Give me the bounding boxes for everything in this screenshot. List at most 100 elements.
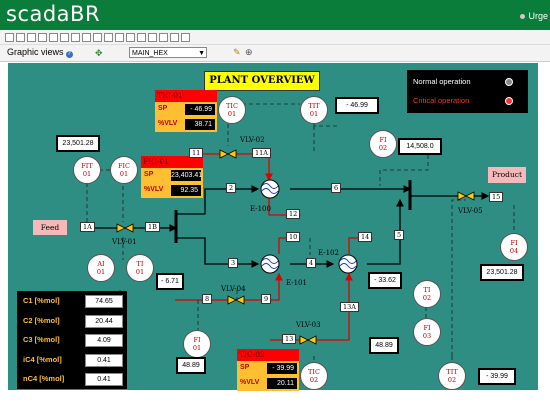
valve-label-vlv-05: VLV-05 [458, 207, 483, 215]
users-icon[interactable] [115, 33, 124, 42]
data-sources-icon[interactable] [49, 33, 58, 42]
stream-label: 3 [228, 258, 239, 268]
value-fi-02: 14,508.0 [398, 138, 442, 155]
fullscreen-icon[interactable]: ✥ [95, 48, 103, 58]
watchlist-icon[interactable] [5, 33, 14, 42]
stream-label: 11A [252, 148, 271, 158]
stream-label: 14 [358, 232, 373, 242]
value-fi-01: 48.89 [176, 357, 206, 374]
controller-tic-01[interactable]: TIC-01 SP - 46.99 %VLV 38.71 [155, 90, 217, 132]
value-ti-01: - 6.71 [156, 273, 184, 290]
stream-label: 11 [189, 148, 204, 158]
setpoint-value[interactable]: 23,403.41 [171, 170, 203, 181]
setpoint-row: SP- 39.99 [237, 361, 299, 376]
urgent-alarms-indicator[interactable]: Urge [520, 11, 548, 21]
composition-label: C3 [%mol] [23, 335, 60, 344]
scripts-icon[interactable] [104, 33, 113, 42]
vlv-label: %VLV [158, 120, 178, 127]
scheduled-events-icon[interactable] [71, 33, 80, 42]
view-select-value: MAIN_HEX [132, 50, 168, 57]
sql-icon[interactable] [159, 33, 168, 42]
graphic-views-bar: Graphic views? ✥ MAIN_HEX▼ ✎ ⊕ [0, 45, 550, 62]
point-links-icon[interactable] [93, 33, 102, 42]
settings-icon[interactable] [137, 33, 146, 42]
graphic-views-title: Graphic views? [7, 47, 73, 58]
value-fit-01: 23,501.28 [56, 135, 100, 152]
controller-tag: TIC-01 [155, 90, 217, 102]
vlv-label: %VLV [240, 379, 260, 386]
composition-row: C1 [%mol] 74.65 [17, 291, 127, 311]
feed-label: Feed [33, 220, 67, 235]
value-fi-04: 23,501.28 [480, 264, 524, 281]
alarm-icon [520, 14, 526, 19]
reports-icon[interactable] [38, 33, 47, 42]
logout-icon[interactable] [170, 33, 179, 42]
mailing-lists-icon[interactable] [126, 33, 135, 42]
valve-value: 38.71 [185, 119, 215, 130]
exchanger-label-e-102: E-102 [318, 249, 339, 257]
edit-view-icon[interactable]: ✎ [233, 47, 241, 57]
valve-label-vlv-03: VLV-03 [296, 321, 321, 329]
composition-value: 0.41 [85, 373, 123, 386]
sp-label: SP [158, 105, 168, 112]
composition-label: nC4 [%mol] [23, 374, 65, 383]
value-ti-02: - 33.62 [368, 272, 402, 289]
new-view-icon[interactable]: ⊕ [245, 47, 253, 57]
urgent-label: Urge [528, 11, 548, 21]
stream-label: 6 [331, 183, 342, 193]
import-export-icon[interactable] [148, 33, 157, 42]
composition-label: iC4 [%mol] [23, 354, 62, 364]
stream-label: 15 [489, 192, 504, 202]
setpoint-value[interactable]: - 39.99 [267, 363, 297, 374]
help-icon[interactable] [181, 33, 190, 42]
publishers-icon[interactable] [60, 33, 69, 42]
setpoint-row: SP - 46.99 [155, 102, 217, 117]
exchanger-label-e-101: E-101 [286, 279, 307, 287]
view-select[interactable]: MAIN_HEX▼ [129, 47, 207, 58]
stream-label: 10 [286, 232, 301, 242]
valve-value: 92.35 [171, 185, 201, 196]
event-list-icon[interactable] [27, 33, 36, 42]
value-fi-03: 48.89 [369, 337, 399, 354]
composition-label: C2 [%mol] [23, 315, 60, 325]
compound-events-icon[interactable] [82, 33, 91, 42]
setpoint-value[interactable]: - 46.99 [185, 104, 215, 115]
composition-value: 0.41 [85, 353, 123, 367]
critical-status-led [505, 97, 513, 105]
stream-label: 12 [286, 209, 301, 219]
help-icon[interactable]: ? [65, 51, 73, 58]
value-tit-02: - 39.99 [478, 368, 516, 385]
valve-label-vlv-02: VLV-02 [240, 136, 265, 144]
composition-label: C1 [%mol] [23, 296, 60, 305]
composition-value: 4.09 [85, 334, 123, 347]
composition-value: 20.44 [85, 314, 123, 328]
stream-label: 5 [394, 230, 405, 240]
stream-label: 1A [80, 222, 95, 232]
toolbar [0, 30, 550, 45]
exchanger-label-e-100: E-100 [250, 205, 271, 213]
composition-value: 74.65 [85, 295, 123, 308]
stream-label: 13 [282, 334, 297, 344]
graphic-views-icon[interactable] [16, 33, 25, 42]
valve-label-vlv-04: VLV-04 [221, 285, 246, 293]
composition-row: nC4 [%mol] 0.41 [17, 369, 127, 389]
